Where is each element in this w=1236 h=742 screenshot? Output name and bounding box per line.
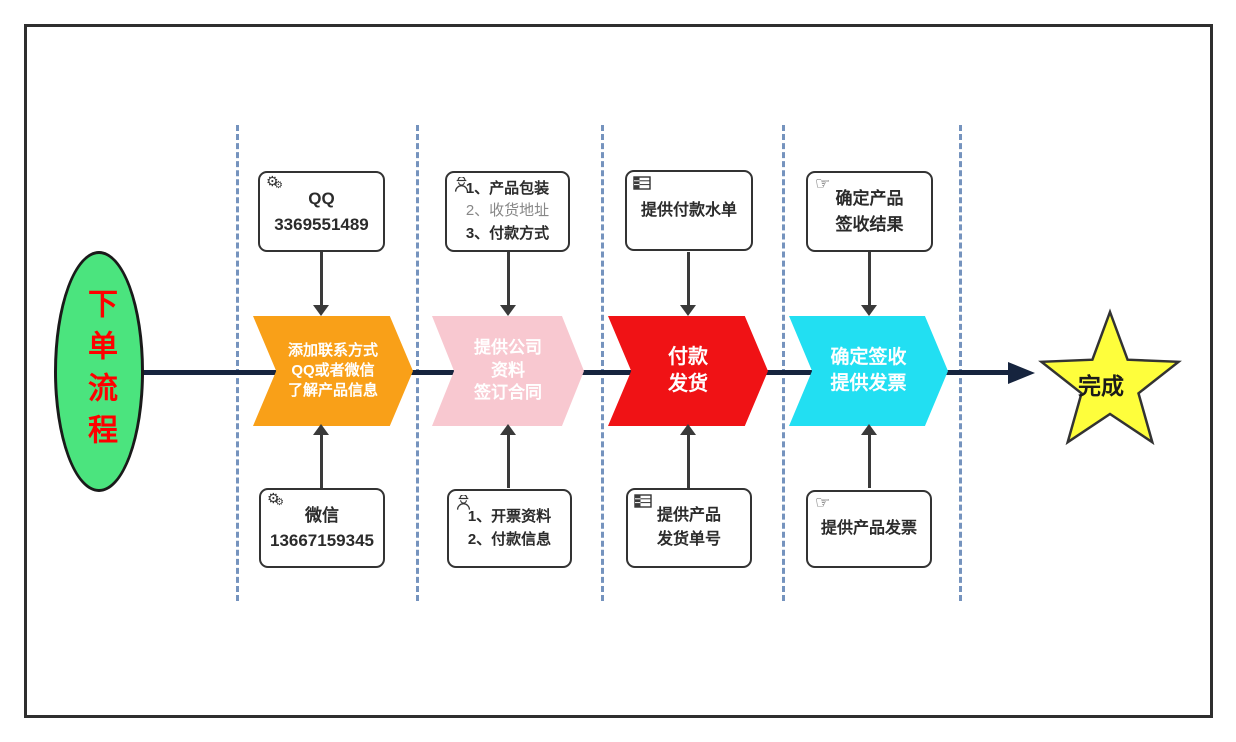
info-line: 13667159345 xyxy=(269,531,374,550)
info-line: 3369551489 xyxy=(274,214,369,234)
info-line: 微信 xyxy=(305,505,339,525)
table-icon xyxy=(634,494,652,508)
up-arrowhead-icon xyxy=(500,424,516,435)
info-line: QQ xyxy=(308,189,335,208)
start-ellipse: 下单流程 xyxy=(54,251,144,492)
step-label-line: 确定签收 xyxy=(830,347,907,369)
step-pay-ship: 付款 发货 xyxy=(608,316,768,426)
down-arrowhead-icon xyxy=(861,305,877,316)
step-label-line: 添加联系方式 xyxy=(287,341,378,359)
section-divider xyxy=(782,125,785,601)
flow-title: 下单流程 xyxy=(83,287,116,456)
section-divider xyxy=(236,125,239,601)
pointing-hand-icon: ☞ xyxy=(815,174,831,193)
step-add-contact: 添加联系方式 QQ或者微信 了解产品信息 xyxy=(253,316,413,426)
connector-line xyxy=(320,252,323,305)
step-label-line: 付款 xyxy=(668,346,708,368)
finish-label: 完成 xyxy=(1078,373,1124,399)
table-icon xyxy=(633,176,651,190)
up-arrowhead-icon xyxy=(313,424,329,435)
step-label-line: 资料 xyxy=(491,360,525,380)
step-label-line: 提供公司 xyxy=(474,337,542,357)
connector-line xyxy=(320,435,323,488)
up-arrowhead-icon xyxy=(680,424,696,435)
engineer-icon xyxy=(456,495,471,510)
section-divider xyxy=(601,125,604,601)
info-box-wechat: ⚙⚙ 微信 13667159345 xyxy=(259,488,385,568)
info-line: 发货单号 xyxy=(656,531,721,548)
info-line: 提供付款水单 xyxy=(640,201,737,219)
info-line: 确定产品 xyxy=(835,189,904,208)
info-line: 1、产品包装 xyxy=(465,179,550,197)
connector-line xyxy=(507,435,510,488)
connector-line xyxy=(868,435,871,488)
connector-line xyxy=(687,435,690,488)
down-arrowhead-icon xyxy=(313,305,329,316)
info-box-qq: ⚙⚙ QQ 3369551489 xyxy=(258,171,385,252)
section-divider xyxy=(959,125,962,601)
info-box-package-address-payment: 1、产品包装 2、收货地址 3、付款方式 xyxy=(445,171,570,252)
info-box-invoice-info-payment-info: 1、开票资料 2、付款信息 xyxy=(447,489,572,568)
step-label-line: 提供发票 xyxy=(830,373,907,394)
info-box-payment-slip: 提供付款水单 xyxy=(625,170,753,251)
info-line: 2、付款信息 xyxy=(467,530,552,548)
up-arrowhead-icon xyxy=(861,424,877,435)
section-divider xyxy=(416,125,419,601)
info-line: 提供产品发票 xyxy=(820,520,917,537)
info-line: 签收结果 xyxy=(835,214,904,234)
step-label-line: 了解产品信息 xyxy=(287,382,378,400)
connector-line xyxy=(868,252,871,305)
step-label-line: QQ或者微信 xyxy=(291,361,375,379)
step-sign-invoice: 确定签收 提供发票 xyxy=(789,316,948,426)
down-arrowhead-icon xyxy=(500,305,516,316)
star-shape xyxy=(1038,308,1182,446)
pointing-hand-icon: ☞ xyxy=(815,493,831,512)
step-label-line: 签订合同 xyxy=(474,383,542,403)
info-box-shipping-number: 提供产品 发货单号 xyxy=(626,488,752,568)
step-label-line: 发货 xyxy=(668,373,708,395)
connector-line xyxy=(687,252,690,305)
engineer-icon xyxy=(454,177,469,192)
connector-line xyxy=(507,252,510,305)
down-arrowhead-icon xyxy=(680,305,696,316)
gears-icon: ⚙⚙ xyxy=(266,173,283,191)
step-company-info-contract: 提供公司 资料 签订合同 xyxy=(432,316,584,426)
info-line: 提供产品 xyxy=(656,507,721,524)
info-line: 1、开票资料 xyxy=(467,508,552,525)
main-flow-arrowhead-icon xyxy=(1008,362,1035,384)
finish-star xyxy=(1038,308,1182,446)
gears-icon: ⚙⚙ xyxy=(267,490,284,508)
info-box-product-invoice: ☞ 提供产品发票 xyxy=(806,490,932,568)
info-line: 2、收货地址 xyxy=(465,202,550,220)
info-line: 3、付款方式 xyxy=(465,224,550,242)
info-box-confirm-receipt-result: ☞ 确定产品 签收结果 xyxy=(806,171,933,252)
